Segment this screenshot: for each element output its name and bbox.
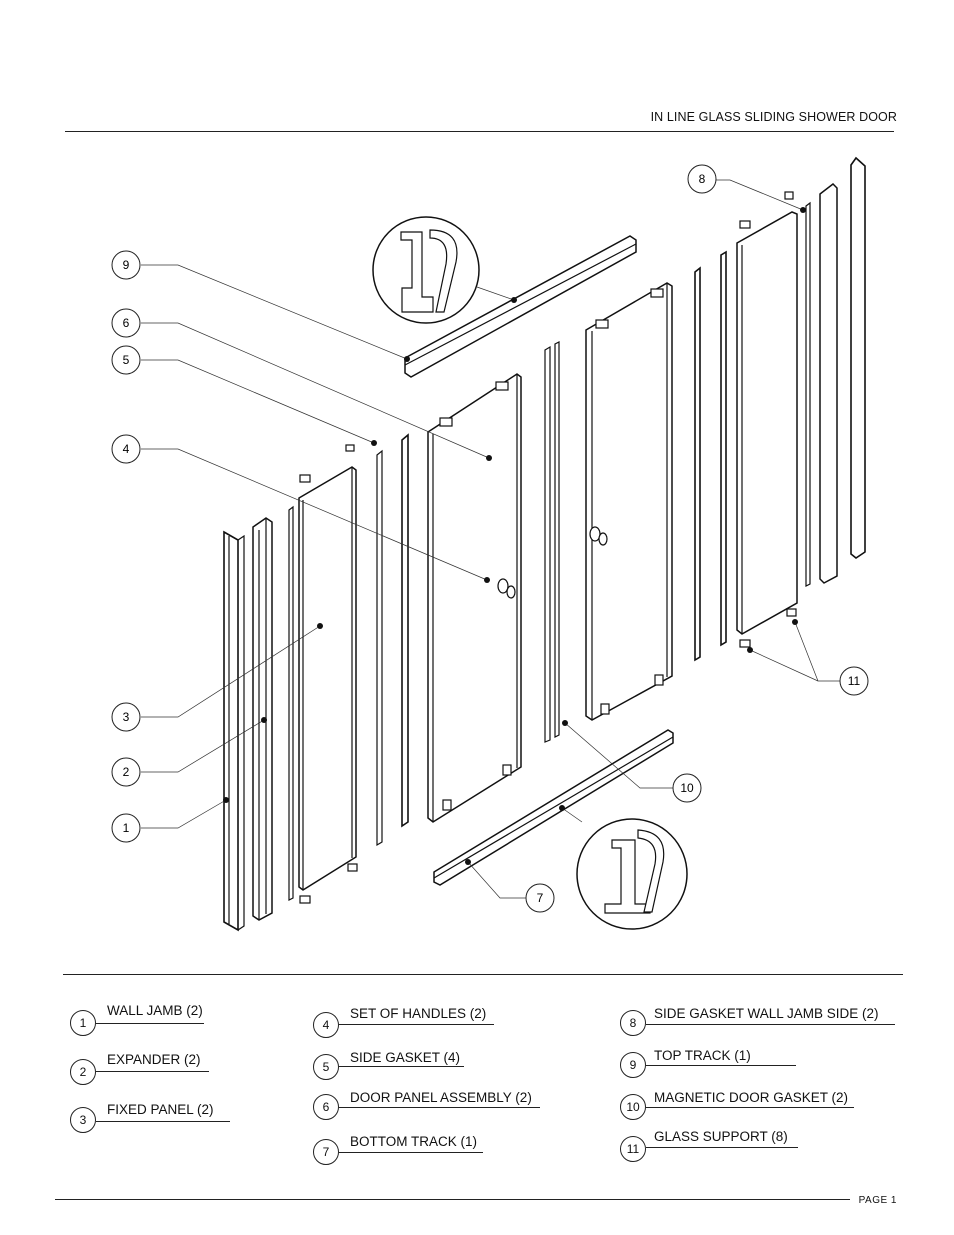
svg-text:1: 1 <box>123 821 130 835</box>
legend-label: EXPANDER (2) <box>107 1052 201 1067</box>
footer-rule <box>55 1199 850 1200</box>
gasket-left-a <box>288 505 294 901</box>
svg-text:11: 11 <box>848 674 861 688</box>
callout-8: 8 <box>687 164 717 194</box>
legend-label: WALL JAMB (2) <box>107 1003 203 1018</box>
legend-label: GLASS SUPPORT (8) <box>654 1129 788 1144</box>
legend-number: 8 <box>620 1010 646 1036</box>
legend-number: 6 <box>313 1094 339 1120</box>
svg-text:2: 2 <box>123 765 130 779</box>
leader-lines <box>141 179 840 899</box>
callout-10: 10 <box>672 773 702 803</box>
callout-11: 11 <box>839 666 869 696</box>
fixed-panel-right <box>736 191 798 648</box>
svg-text:10: 10 <box>680 781 694 795</box>
svg-text:9: 9 <box>123 258 130 272</box>
door-panel-right <box>585 282 673 721</box>
legend-label: SIDE GASKET (4) <box>350 1050 461 1065</box>
callout-4: 4 <box>111 434 141 464</box>
svg-text:5: 5 <box>123 353 130 367</box>
legend-number: 2 <box>70 1059 96 1085</box>
callout-1: 1 <box>111 813 141 843</box>
magnetic-gasket-a <box>544 345 551 743</box>
magnetic-gasket-b <box>554 341 560 738</box>
legend-label: SET OF HANDLES (2) <box>350 1006 487 1021</box>
callout-6: 6 <box>111 308 141 338</box>
leader-dots <box>223 207 806 865</box>
legend-number: 3 <box>70 1107 96 1133</box>
legend-number: 5 <box>313 1054 339 1080</box>
legend-label: BOTTOM TRACK (1) <box>350 1134 478 1149</box>
legend-label: FIXED PANEL (2) <box>107 1102 214 1117</box>
callout-2: 2 <box>111 757 141 787</box>
bottom-track <box>433 729 674 886</box>
side-gasket-d <box>720 250 727 647</box>
callout-7: 7 <box>525 883 555 913</box>
legend-label: DOOR PANEL ASSEMBLY (2) <box>350 1090 532 1105</box>
svg-text:4: 4 <box>123 442 130 456</box>
legend-label: MAGNETIC DOOR GASKET (2) <box>654 1090 849 1105</box>
svg-text:8: 8 <box>699 172 706 186</box>
legend-number: 7 <box>313 1139 339 1165</box>
legend-number: 11 <box>620 1136 646 1162</box>
legend-number: 9 <box>620 1052 646 1078</box>
svg-text:6: 6 <box>123 316 130 330</box>
callouts: 9 6 5 4 3 2 1 7 8 10 11 <box>111 164 869 913</box>
svg-text:7: 7 <box>537 891 544 905</box>
legend-number: 4 <box>313 1012 339 1038</box>
expander-right <box>819 183 838 584</box>
diagram-parts <box>223 156 866 932</box>
legend-rule <box>63 974 903 975</box>
wall-jamb-left <box>223 530 245 932</box>
wall-jamb-right <box>850 156 866 559</box>
legend-number: 1 <box>70 1010 96 1036</box>
top-track-profile-detail <box>372 216 480 324</box>
door-panel-left <box>427 373 522 823</box>
side-gasket-b <box>401 433 409 828</box>
page-number: PAGE 1 <box>858 1195 897 1206</box>
callout-3: 3 <box>111 702 141 732</box>
fixed-panel <box>298 444 358 904</box>
legend-label: SIDE GASKET WALL JAMB SIDE (2) <box>654 1006 879 1021</box>
svg-text:3: 3 <box>123 710 130 724</box>
document-title: IN LINE GLASS SLIDING SHOWER DOOR <box>650 110 897 124</box>
header-rule <box>65 131 894 132</box>
side-gasket-c <box>694 266 701 662</box>
callout-9: 9 <box>111 250 141 280</box>
side-gasket-jamb-side <box>805 201 811 587</box>
legend-label: TOP TRACK (1) <box>654 1048 751 1063</box>
top-track <box>404 235 637 378</box>
callout-5: 5 <box>111 345 141 375</box>
legend-number: 10 <box>620 1094 646 1120</box>
side-gasket-a <box>376 449 383 847</box>
bottom-track-profile-detail <box>576 818 688 930</box>
